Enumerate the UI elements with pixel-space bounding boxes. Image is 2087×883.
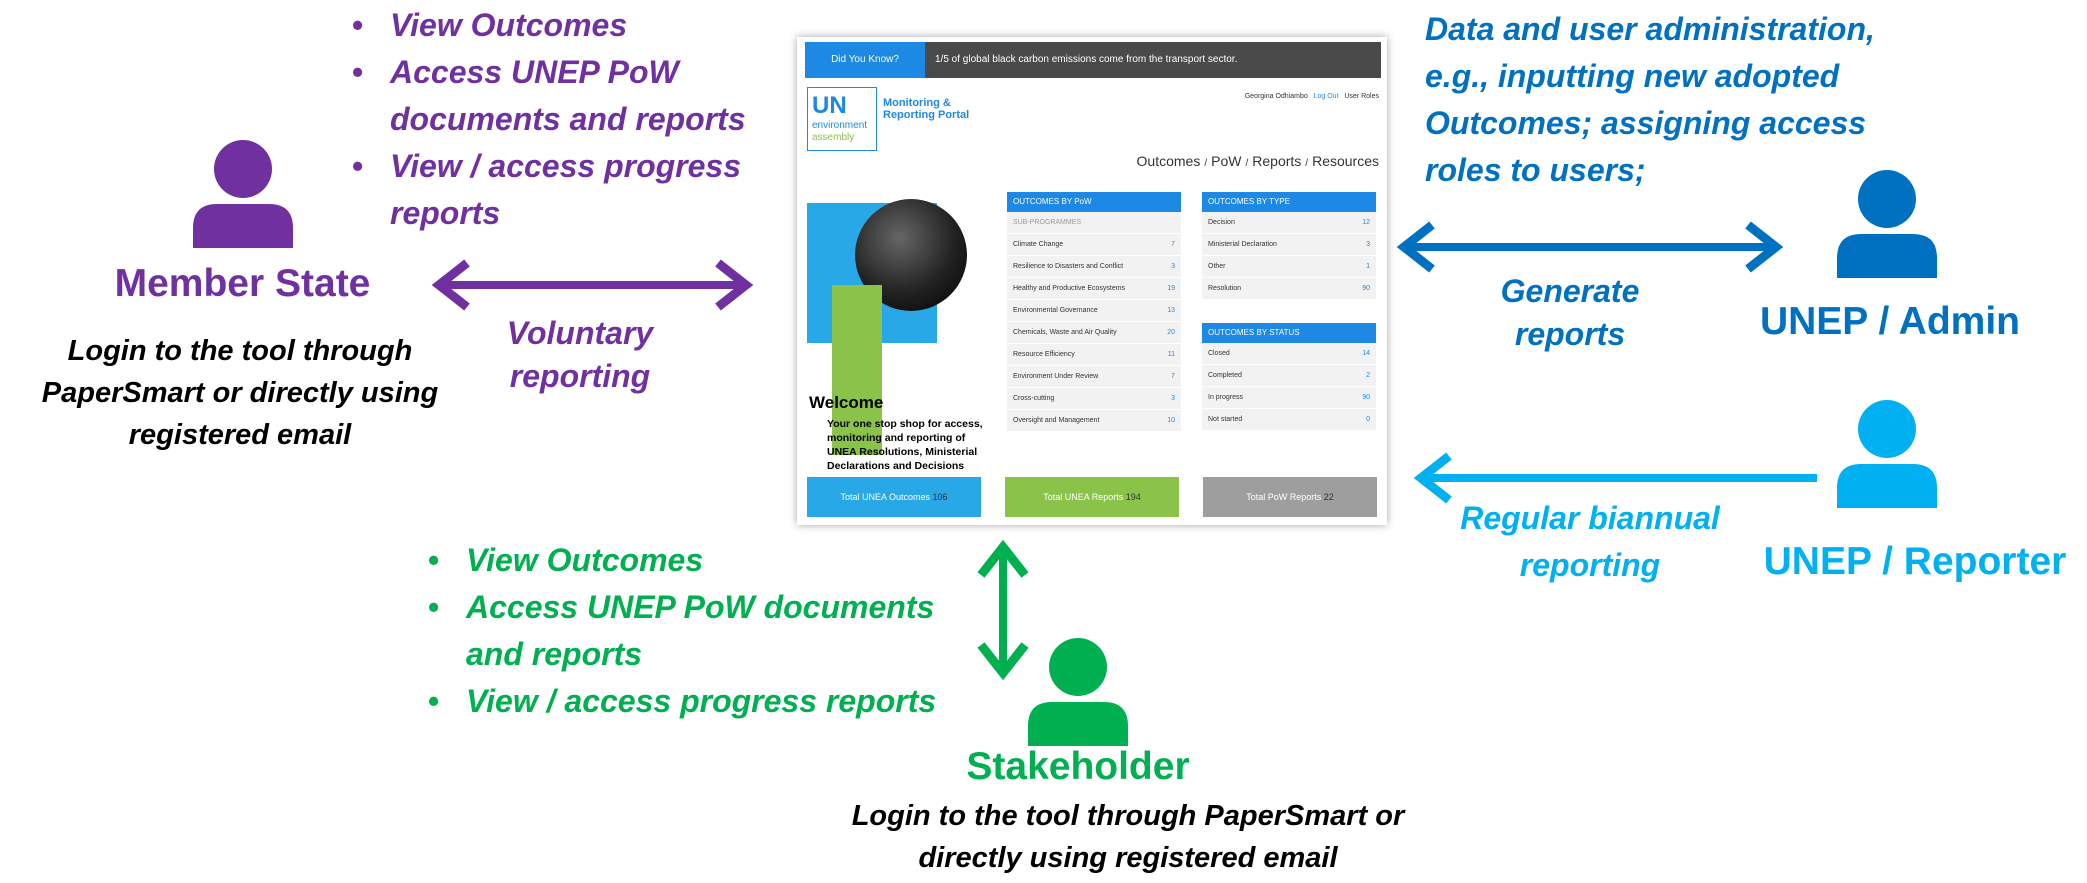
portal-title: Monitoring & Reporting Portal: [883, 97, 970, 121]
bullet-item: •View / access progress reports: [428, 683, 937, 719]
did-you-know-banner: Did You Know? 1/5 of global black carbon…: [805, 42, 1381, 78]
user-bar: Georgina Odhiambo Log Out User Roles: [1245, 93, 1379, 100]
total-unea-outcomes[interactable]: Total UNEA Outcomes 106: [807, 477, 981, 517]
member-state-bullets: •View Outcomes •Access UNEP PoW document…: [352, 2, 782, 237]
did-you-know-label: Did You Know?: [805, 42, 925, 78]
admin-description: Data and user administration, e.g., inpu…: [1425, 11, 1875, 188]
member-state-person-icon: [193, 140, 293, 248]
user-roles-link[interactable]: User Roles: [1344, 93, 1379, 100]
generate-reports-label: Generate reports: [1500, 273, 1640, 352]
admin-person-icon: [1837, 170, 1937, 278]
bullet-item: •Access UNEP PoW documents and reports: [352, 54, 746, 137]
member-state-login-note: Login to the tool through PaperSmart or …: [41, 335, 439, 451]
table-header: OUTCOMES BY TYPE: [1202, 192, 1376, 212]
reporter-role: UNEP / Reporter: [1763, 540, 2067, 583]
un-environment-logo: UN environment assembly: [807, 87, 877, 151]
total-pow-reports[interactable]: Total PoW Reports 22: [1203, 477, 1377, 517]
welcome-text: Your one stop shop for access, monitorin…: [827, 418, 983, 472]
stakeholder-login-note: Login to the tool through PaperSmart or …: [851, 800, 1405, 874]
admin-role: UNEP / Admin: [1759, 300, 2021, 343]
nav-resources[interactable]: Resources: [1312, 153, 1379, 169]
bullet-item: •View Outcomes: [352, 7, 628, 43]
voluntary-reporting-label: Voluntary reporting: [506, 315, 654, 394]
nav-reports[interactable]: Reports: [1252, 153, 1302, 169]
table-header: OUTCOMES BY PoW: [1007, 192, 1181, 212]
stakeholder-double-arrow: [977, 539, 1029, 681]
nav-outcomes[interactable]: Outcomes: [1136, 153, 1201, 169]
reporter-person-icon: [1837, 400, 1937, 508]
outcomes-by-pow-table: OUTCOMES BY PoW SUB-PROGRAMMES Climate C…: [1007, 192, 1181, 432]
table-header: OUTCOMES BY STATUS: [1202, 323, 1376, 343]
bullet-item: •Access UNEP PoW documents and reports: [428, 589, 935, 672]
portal-nav: Outcomes/PoW/Reports/Resources: [1136, 153, 1379, 169]
welcome-heading: Welcome: [809, 393, 884, 412]
nav-pow[interactable]: PoW: [1211, 153, 1242, 169]
bullet-item: •View / access progress reports: [352, 148, 742, 231]
act-for-nature: Act #ForNature: [897, 357, 984, 371]
hero-banner: Act #ForNature Welcome Your one stop sho…: [807, 195, 1007, 472]
reporter-arrow: [1413, 452, 1817, 504]
logout-link[interactable]: Log Out: [1313, 93, 1339, 100]
member-state-role: Member State: [114, 262, 371, 305]
user-name: Georgina Odhiambo: [1244, 93, 1308, 100]
did-you-know-text: 1/5 of global black carbon emissions com…: [935, 54, 1238, 65]
portal-screenshot: Did You Know? 1/5 of global black carbon…: [797, 37, 1387, 525]
stakeholder-role: Stakeholder: [966, 745, 1190, 788]
stakeholder-bullets: •View Outcomes •Access UNEP PoW document…: [428, 537, 988, 725]
member-state-double-arrow: [431, 259, 754, 311]
stakeholder-person-icon: [1028, 638, 1128, 746]
regular-biannual-reporting-label: Regular biannual reporting: [1460, 500, 1720, 583]
total-unea-reports[interactable]: Total UNEA Reports 194: [1005, 477, 1179, 517]
table-row: SUB-PROGRAMMES: [1007, 212, 1181, 234]
bullet-item: •View Outcomes: [428, 542, 704, 578]
admin-double-arrow: [1396, 221, 1784, 273]
